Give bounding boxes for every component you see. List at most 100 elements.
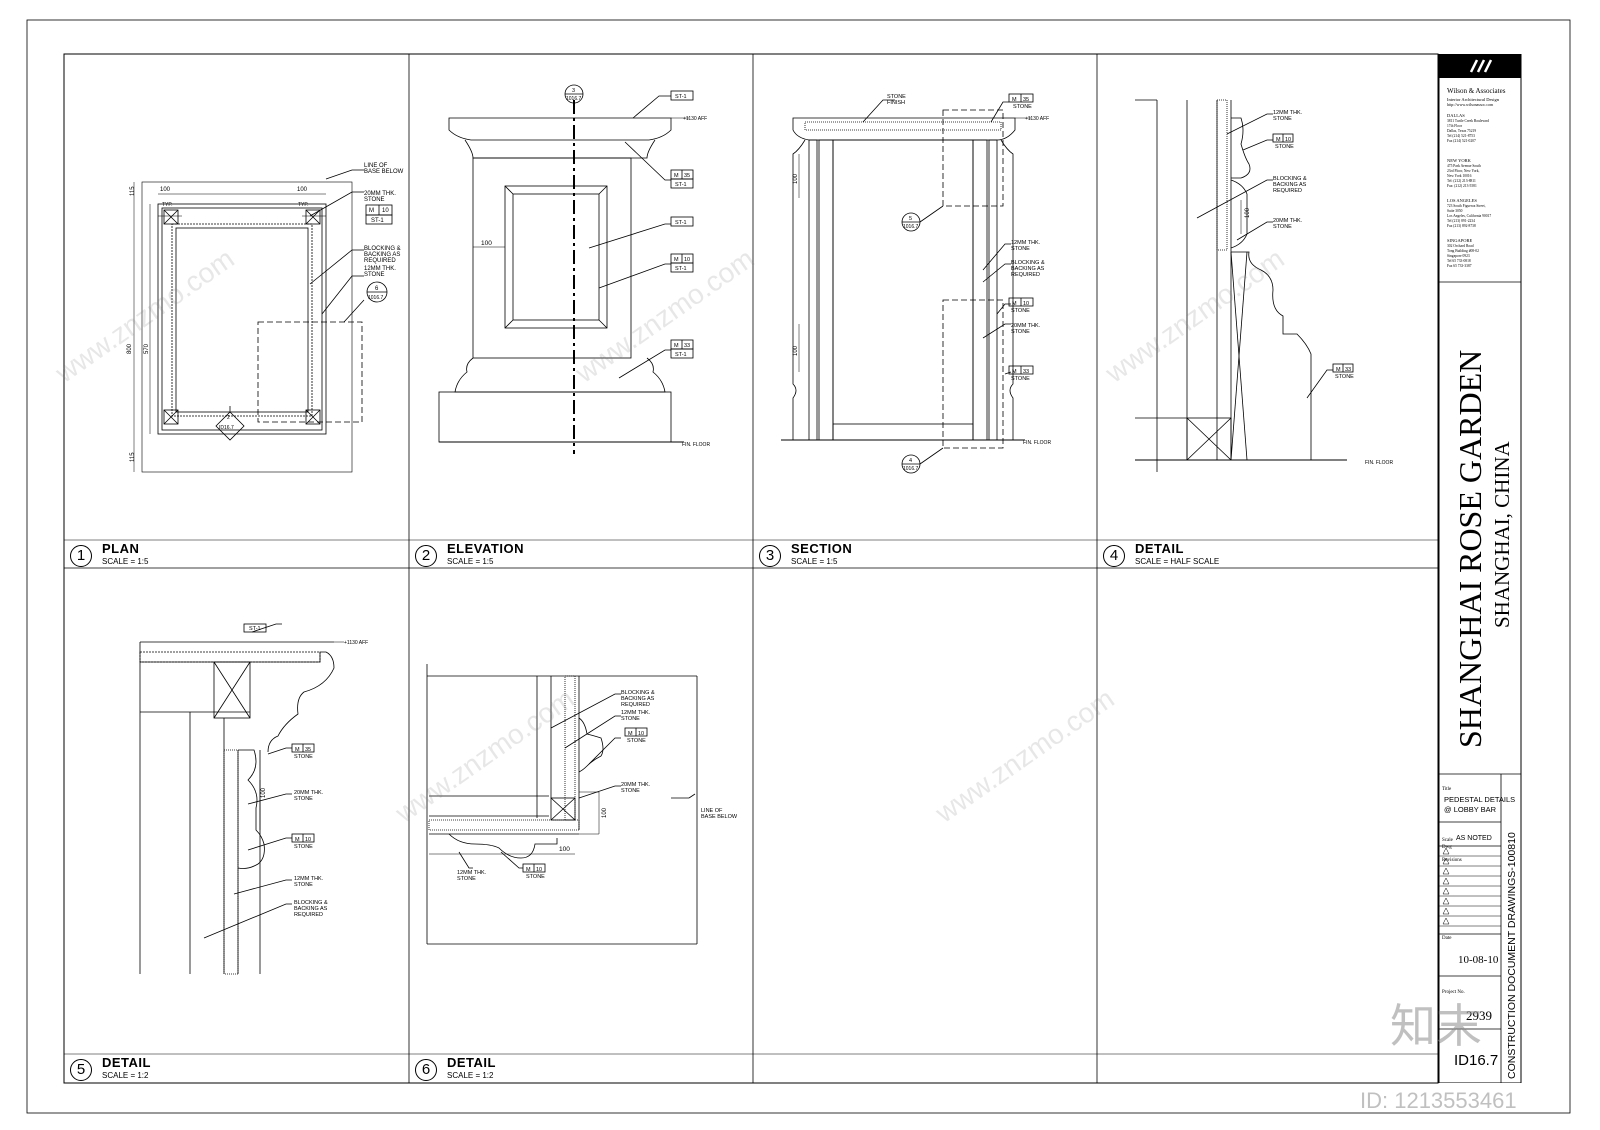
detail-4-drawing: 12MM THK. STONE M 10 STONE BLOCKING & BA… (1135, 99, 1393, 472)
stone20-d4-2: STONE (1273, 224, 1292, 230)
m-sec-3: M (1012, 369, 1017, 375)
stone-sec-2: STONE (1011, 308, 1030, 314)
blocking-d6: BLOCKING & (621, 690, 655, 696)
office-line: Suite 3050 (1447, 209, 1463, 213)
firm-web: http://www.wilsonassoc.com (1447, 102, 1494, 107)
stone12-d5-2: STONE (294, 882, 313, 888)
office-la-address: 723 South Figueroa Street, Suite 3050 Lo… (1447, 204, 1491, 229)
blocking-sec-3: REQUIRED (1011, 272, 1040, 278)
stone20-d5: 20MM THK. (294, 790, 324, 796)
m10-d6-b: 10 (536, 867, 542, 873)
office-line: 475 Park Avenue South (1447, 164, 1481, 168)
panel-scale-3: SCALE = 1:5 (791, 557, 838, 566)
stone12-d6-b: 12MM THK. (457, 870, 487, 876)
stone20-d6-2: STONE (621, 788, 640, 794)
office-la-city: LOS ANGELES (1447, 198, 1477, 203)
ref-num-3: 3 (572, 88, 575, 94)
m10-tag: 10 (382, 208, 389, 214)
stone-d6-2: STONE (526, 874, 545, 880)
stone12-d4-2: STONE (1273, 116, 1292, 122)
m-tag: M (369, 208, 374, 214)
office-line: Los Angeles, California 90017 (1447, 214, 1492, 218)
fin-floor-elev: FIN. FLOOR (682, 442, 710, 448)
m35-d5: 35 (305, 747, 311, 753)
m-elev-2: M (674, 257, 679, 263)
stone12-d6-2: STONE (621, 716, 640, 722)
office-line: Fax (213) 892-8738 (1447, 224, 1476, 228)
blocking-note: BLOCKING & (364, 246, 401, 252)
level-top-d5: +1130 AFF (344, 640, 368, 646)
sheet-number: ID16.7 (1454, 1052, 1499, 1069)
m35-sec: 35 (1023, 97, 1029, 103)
st1-elev-2: ST-1 (675, 182, 687, 188)
dim-100-right: 100 (297, 187, 308, 193)
office-line: Tel (213) 891-2234 (1447, 219, 1475, 223)
panel-scale-6: SCALE = 1:2 (447, 1071, 494, 1080)
detail-6-drawing: BLOCKING & BACKING AS REQUIRED 12MM THK.… (426, 664, 738, 945)
office-ny-address: 475 Park Avenue South 23rd Floor, New Yo… (1447, 164, 1481, 189)
st1-elev-3: ST-1 (675, 220, 687, 226)
panel-title-4: DETAIL (1135, 541, 1184, 556)
detail-5-drawing: ST-1 +1130 AFF M 35 STONE 20MM THK. STON… (139, 623, 368, 975)
office-line: Singapore 0923 (1447, 254, 1470, 258)
office-sg-city: SINGAPORE (1447, 238, 1473, 243)
project-no: 2939 (1466, 1008, 1492, 1023)
office-dallas-city: DALLAS (1447, 113, 1465, 118)
line-of-base-d6-2: BASE BELOW (701, 814, 738, 820)
m33-sec: 33 (1023, 369, 1029, 375)
scale-label: Scale (1442, 838, 1453, 843)
office-line: Fax: (212) 213-5581 (1447, 184, 1477, 188)
dim-100-d4: 100 (1245, 207, 1251, 218)
m-elev-3: M (674, 343, 679, 349)
blocking-d6-3: REQUIRED (621, 702, 650, 708)
dim-100-d6-h: 100 (559, 846, 570, 853)
stone-12-note-2: STONE (364, 272, 385, 278)
dim-115-top: 115 (130, 186, 136, 196)
panel-number-2: 2 (415, 545, 437, 567)
stone-20-note-2: STONE (364, 197, 385, 203)
line-of-base-d6: LINE OF (701, 808, 723, 814)
panel-scale-2: SCALE = 1:5 (447, 557, 494, 566)
firm-sub: Interior Architectural Design (1447, 97, 1499, 102)
stone-d5-1: STONE (294, 754, 313, 760)
drawing-label: Dwg (1442, 845, 1452, 850)
m10-elev: 10 (684, 257, 690, 263)
blocking-d6-2: BACKING AS (621, 696, 655, 702)
fin-floor-d4: FIN. FLOOR (1365, 460, 1393, 466)
office-line: Fax (214) 521-0207 (1447, 139, 1476, 143)
ref-num-5: 5 (909, 216, 912, 222)
office-line: 23rd Floor, New York, (1447, 169, 1480, 173)
panel-scale-1: SCALE = 1:5 (102, 557, 149, 566)
blocking-d5-3: REQUIRED (294, 912, 323, 918)
level-top-sec: +1130 AFF (1025, 116, 1049, 122)
blocking-d4-3: REQUIRED (1273, 188, 1302, 194)
stone20-sec: 20MM THK. (1011, 323, 1041, 329)
typ-left: TYP. (162, 202, 172, 208)
st1-elev-1: ST-1 (675, 94, 687, 100)
office-ny-city: NEW YORK (1447, 158, 1471, 163)
ref-1016-sec-b: 1016.7 (903, 466, 919, 472)
m10-d4: 10 (1285, 137, 1291, 143)
office-line: Tel (214) 521-8753 (1447, 134, 1475, 138)
st1-elev-4: ST-1 (675, 266, 687, 272)
m-sec-2: M (1012, 301, 1017, 307)
elevation-drawing: 3 1016.7 ST-1 +1130 AFF M 35 ST-1 ST-1 M… (438, 84, 710, 454)
panel-number-4: 4 (1103, 545, 1125, 567)
scale-value: AS NOTED (1456, 835, 1492, 842)
panel-title-6: DETAIL (447, 1055, 496, 1070)
revisions-label: Revisions (1442, 858, 1462, 863)
stone20-d6: 20MM THK. (621, 782, 651, 788)
plan-drawing: LINE OF BASE BELOW 20MM THK. STONE M 10 … (127, 163, 404, 473)
blocking-note-2: BACKING AS (364, 252, 400, 258)
drawing-title-line-2: @ LOBBY BAR (1444, 805, 1497, 814)
stone-finish-note-2: FINISH (887, 100, 905, 106)
side-status-text: CONSTRUCTION DOCUMENT DRAWINGS-100810 (1506, 832, 1518, 1079)
fin-floor-sec: FIN. FLOOR (1023, 440, 1051, 446)
ref-num-2: 2 (227, 415, 230, 421)
date-value: 10-08-10 (1458, 954, 1499, 966)
office-line: Dallas, Texas 75219 (1447, 129, 1477, 133)
office-line: Tel 65 733-0818 (1447, 259, 1471, 263)
stone-finish-note: STONE (887, 94, 906, 100)
